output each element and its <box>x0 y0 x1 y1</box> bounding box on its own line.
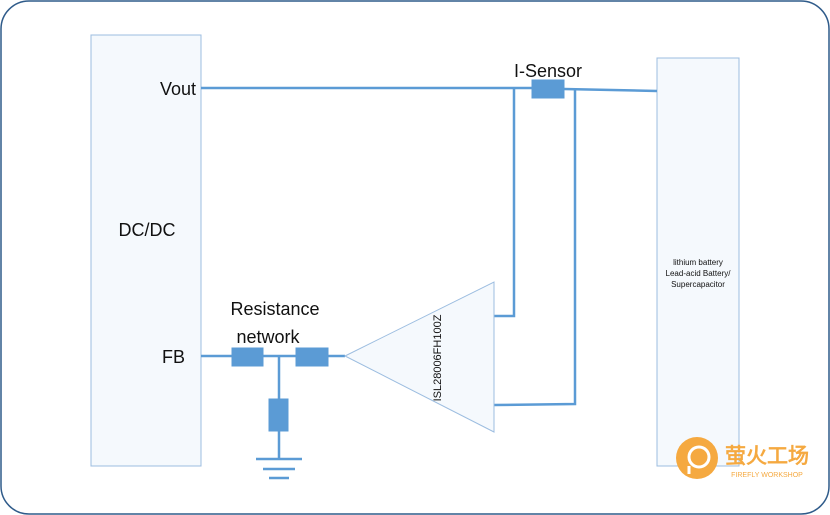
current-sensor <box>531 79 565 99</box>
amplifier-label: ISL28006FH100Z <box>432 314 444 401</box>
sense-wire-plus <box>494 88 516 318</box>
network-resistor-1 <box>231 347 264 367</box>
network-label-line2: network <box>236 327 300 347</box>
shunt-resistor <box>268 398 289 432</box>
network-resistor-2 <box>295 347 329 367</box>
vout-label: Vout <box>160 79 196 99</box>
battery-block <box>656 57 740 467</box>
network-label-line1: Resistance <box>230 299 319 319</box>
wires <box>201 86 658 480</box>
sensor-to-battery-wire <box>563 87 658 93</box>
firefly-logo-icon <box>676 437 718 479</box>
sense-wire-minus <box>493 89 577 407</box>
sensor-label: I-Sensor <box>514 61 582 81</box>
fb-label: FB <box>162 347 185 367</box>
battery-label-line1: lithium battery <box>673 258 723 267</box>
logo-icon-ring <box>687 445 711 469</box>
battery-label-line2: Lead-acid Battery/ <box>666 269 732 278</box>
logo-cn-text: 萤火工场 <box>725 445 809 468</box>
dcdc-label: DC/DC <box>119 220 176 240</box>
logo-en-text: FIREFLY WORKSHOP <box>731 472 803 479</box>
dcdc-block <box>90 34 202 467</box>
battery-label-line3: Supercapacitor <box>671 280 725 289</box>
firefly-logo: 萤火工场 FIREFLY WORKSHOP <box>676 437 809 479</box>
amplifier-triangle <box>343 281 495 433</box>
